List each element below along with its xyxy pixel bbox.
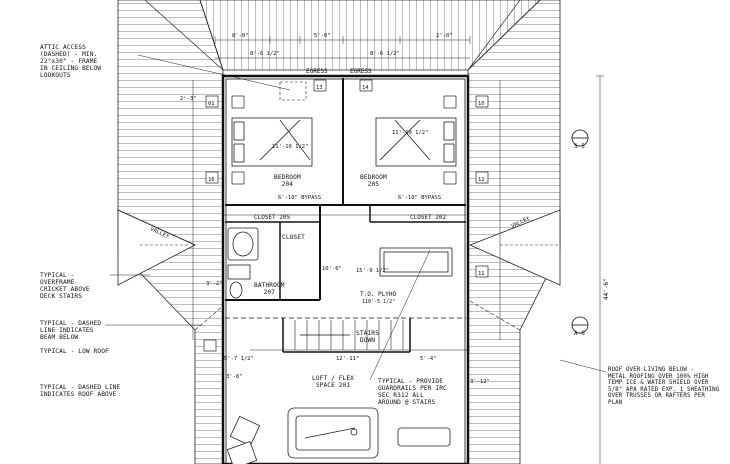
egress-right-label: EGRESS xyxy=(350,68,372,75)
bench xyxy=(379,247,453,277)
dashed-roof-note: TYPICAL - DASHED LINE INDICATES ROOF ABO… xyxy=(40,384,121,398)
dashed-beam-note: TYPICAL - DASHED LINE INDICATES BEAM BEL… xyxy=(40,320,102,341)
guardrails-note: TYPICAL - PROVIDE GUARDRAILS PER IRC SEC… xyxy=(378,378,447,406)
win-tag-11: 11 xyxy=(478,271,485,277)
win-tag-16: 16 xyxy=(208,177,215,183)
dim-stair-w: 5'-4" xyxy=(420,356,437,362)
loft-label: LOFT / FLEX SPACE 201 xyxy=(312,375,355,389)
roof-hatching xyxy=(117,0,561,464)
interior-walls xyxy=(225,78,466,353)
dim-right-tall: 44'-6" xyxy=(603,278,610,300)
dim-hall: 10'-6" xyxy=(322,266,342,272)
dim-top-4: 8'-6 1/2" xyxy=(370,51,400,57)
closet-202-label: CLOSET 202 xyxy=(410,214,447,221)
dimension-lines xyxy=(105,36,607,464)
dim-left-d: 3'-8" xyxy=(226,374,243,380)
win-tag-13: 13 xyxy=(316,85,323,91)
bedroom-205-label: BEDROOM 205 xyxy=(360,174,387,188)
attic-leader xyxy=(137,54,291,91)
dim-mid: 15'-9 1/2" xyxy=(356,268,389,274)
overframe-note: TYPICAL - OVERFRAME CRICKET ABOVE DECK S… xyxy=(40,272,90,300)
s5-tag: S-5 xyxy=(574,143,585,150)
dim-left-a: 2'-3" xyxy=(180,96,197,102)
bathroom-fixtures xyxy=(227,227,259,299)
dim-left-b: 3'-2" xyxy=(206,281,223,287)
bedroom-204-label: BEDROOM 204 xyxy=(274,174,301,188)
win-tag-10: 10 xyxy=(478,101,485,107)
dim-left-c: 5'-7 1/2" xyxy=(224,356,254,362)
stairs-label: STAIRS DOWN xyxy=(356,330,379,344)
win-tag-14: 14 xyxy=(362,85,369,91)
dim-top-2: 5'-0" xyxy=(314,33,331,39)
egress-left-label: EGRESS xyxy=(306,68,328,75)
dim-right-a: 3'-12" xyxy=(470,379,490,385)
attic-access-dashed xyxy=(279,81,307,101)
section-markers xyxy=(571,129,589,334)
dim-top-5: 2'-0" xyxy=(436,33,453,39)
roof-over-living-note: ROOF OVER LIVING BELOW - METAL ROOFING O… xyxy=(608,367,720,406)
closet-label: CLOSET xyxy=(282,234,305,241)
bypass-right-label: 6'-10" BYPASS xyxy=(398,195,441,201)
a6-tag: A-6 xyxy=(574,330,585,337)
dim-top-3: 8'-6 1/2" xyxy=(250,51,280,57)
bed-205 xyxy=(375,117,457,167)
bathroom-label: BATHROOM 207 xyxy=(254,282,285,296)
window-tags xyxy=(203,79,489,352)
bed-204 xyxy=(231,117,313,167)
dim-bed-right: 11'-10 1/2" xyxy=(392,130,428,136)
dim-top-1: 8'-0" xyxy=(232,33,249,39)
attic-access-note: ATTIC ACCESS (DASHED) - MIN. 22"x30" - F… xyxy=(40,44,102,79)
dim-bed-left: 11'-10 1/2" xyxy=(272,144,308,150)
low-roof-note: TYPICAL - LOW ROOF xyxy=(40,348,109,355)
nightstands xyxy=(231,95,457,185)
plyho-label: T.O. PLYHO xyxy=(360,291,397,298)
bypass-left-label: 6'-10" BYPASS xyxy=(278,195,321,201)
dim-loft-w: 12'-11" xyxy=(336,356,359,362)
loft-furniture xyxy=(226,407,451,464)
plyho-elev-label: 110'-5 1/2" xyxy=(362,299,395,305)
win-tag-12: 12 xyxy=(478,177,485,183)
win-tag-01: 01 xyxy=(208,101,215,107)
closet-205-label: CLOSET 205 xyxy=(254,214,291,221)
